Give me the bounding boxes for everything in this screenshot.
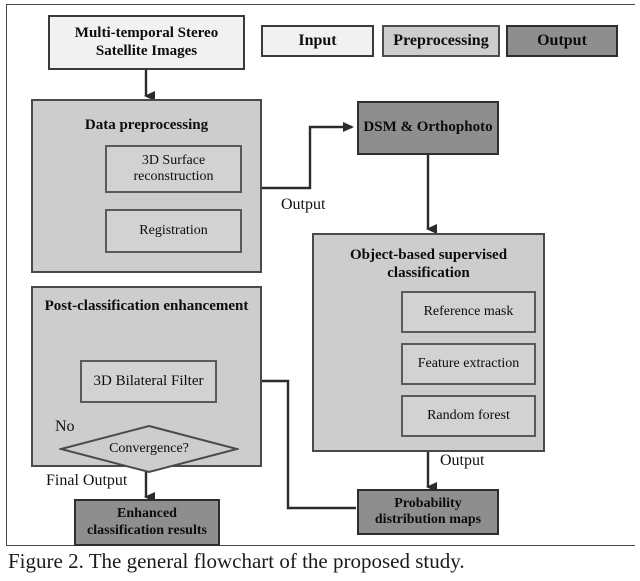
- container-classification-title-line1: Object-based supervised: [349, 247, 508, 263]
- sub-box-3d-bilateral-filter-label: 3D Bilateral Filter: [93, 372, 204, 389]
- node-dsm-orthophoto: DSM & Orthophoto: [357, 101, 499, 155]
- decision-convergence-shape: [57, 424, 241, 474]
- container-post-classification-title: Post-classification enhancement: [44, 298, 249, 314]
- node-enhanced-results-line1: Enhanced: [117, 506, 177, 522]
- node-enhanced-results-text: Enhanced classification results: [87, 506, 207, 538]
- flowchart-canvas: Input Preprocessing Output Multi-tempora…: [31, 15, 618, 546]
- node-enhanced-classification-results: Enhanced classification results: [74, 499, 220, 546]
- container-post-classification-enhancement: Post-classification enhancement 3D Bilat…: [31, 286, 262, 474]
- sub-box-3d-bilateral-filter: 3D Bilateral Filter: [80, 360, 217, 403]
- sub-box-registration: Registration: [105, 209, 242, 253]
- decision-convergence-label: Convergence?: [109, 440, 189, 456]
- figure-caption: Figure 2. The general flowchart of the p…: [8, 549, 465, 573]
- sub-box-reference-mask: Reference mask: [401, 291, 536, 333]
- sub-box-3d-surface-line2: reconstruction: [133, 169, 214, 184]
- sub-box-feature-extraction-label: Feature extraction: [417, 355, 520, 371]
- node-enhanced-results-line2: classification results: [87, 522, 207, 538]
- legend-item-input: Input: [261, 25, 374, 57]
- container-classification-title-line2: classification: [387, 265, 470, 281]
- legend-label-output: Output: [537, 31, 587, 49]
- sub-box-3d-surface-line1: 3D Surface: [141, 152, 206, 168]
- container-data-preprocessing: Data preprocessing 3D Surface reconstruc…: [31, 99, 262, 273]
- edge-label-output-right: Output: [440, 452, 485, 469]
- edge-label-output-left: Output: [281, 196, 326, 213]
- legend-item-preprocessing: Preprocessing: [382, 25, 500, 57]
- legend-label-input: Input: [298, 31, 337, 49]
- sub-box-random-forest-label: Random forest: [427, 407, 510, 423]
- node-dsm-orthophoto-label: DSM & Orthophoto: [363, 119, 493, 136]
- legend-item-output: Output: [506, 25, 618, 57]
- container-data-preprocessing-title: Data preprocessing: [84, 117, 209, 133]
- container-object-based-classification: Object-based supervised classification R…: [312, 233, 545, 452]
- sub-box-feature-extraction: Feature extraction: [401, 343, 536, 385]
- sub-box-random-forest: Random forest: [401, 395, 536, 437]
- edge-label-no-branch: No: [55, 418, 75, 435]
- node-probability-maps-line2: distribution maps: [374, 512, 482, 527]
- node-source-images-text: Multi-temporal Stereo Satellite Images: [75, 25, 218, 60]
- sub-box-reference-mask-label: Reference mask: [423, 303, 514, 319]
- sub-box-registration-label: Registration: [139, 222, 208, 238]
- node-source-images: Multi-temporal Stereo Satellite Images: [48, 15, 245, 70]
- edge-label-final-output: Final Output: [46, 472, 128, 489]
- legend-label-preprocessing: Preprocessing: [393, 31, 489, 49]
- node-probability-distribution-maps: Probability distribution maps: [357, 489, 499, 535]
- edge-preprocessing-to-dsm: [262, 122, 354, 190]
- sub-box-3d-surface-reconstruction: 3D Surface reconstruction: [105, 145, 242, 193]
- sub-box-3d-surface-reconstruction-text: 3D Surface reconstruction: [133, 153, 213, 185]
- node-probability-maps-line1: Probability: [394, 495, 462, 511]
- node-source-images-line1: Multi-temporal Stereo: [74, 25, 219, 42]
- decision-convergence: Convergence?: [57, 424, 241, 474]
- node-probability-maps-text: Probability distribution maps: [375, 496, 481, 528]
- node-source-images-line2: Satellite Images: [95, 42, 198, 59]
